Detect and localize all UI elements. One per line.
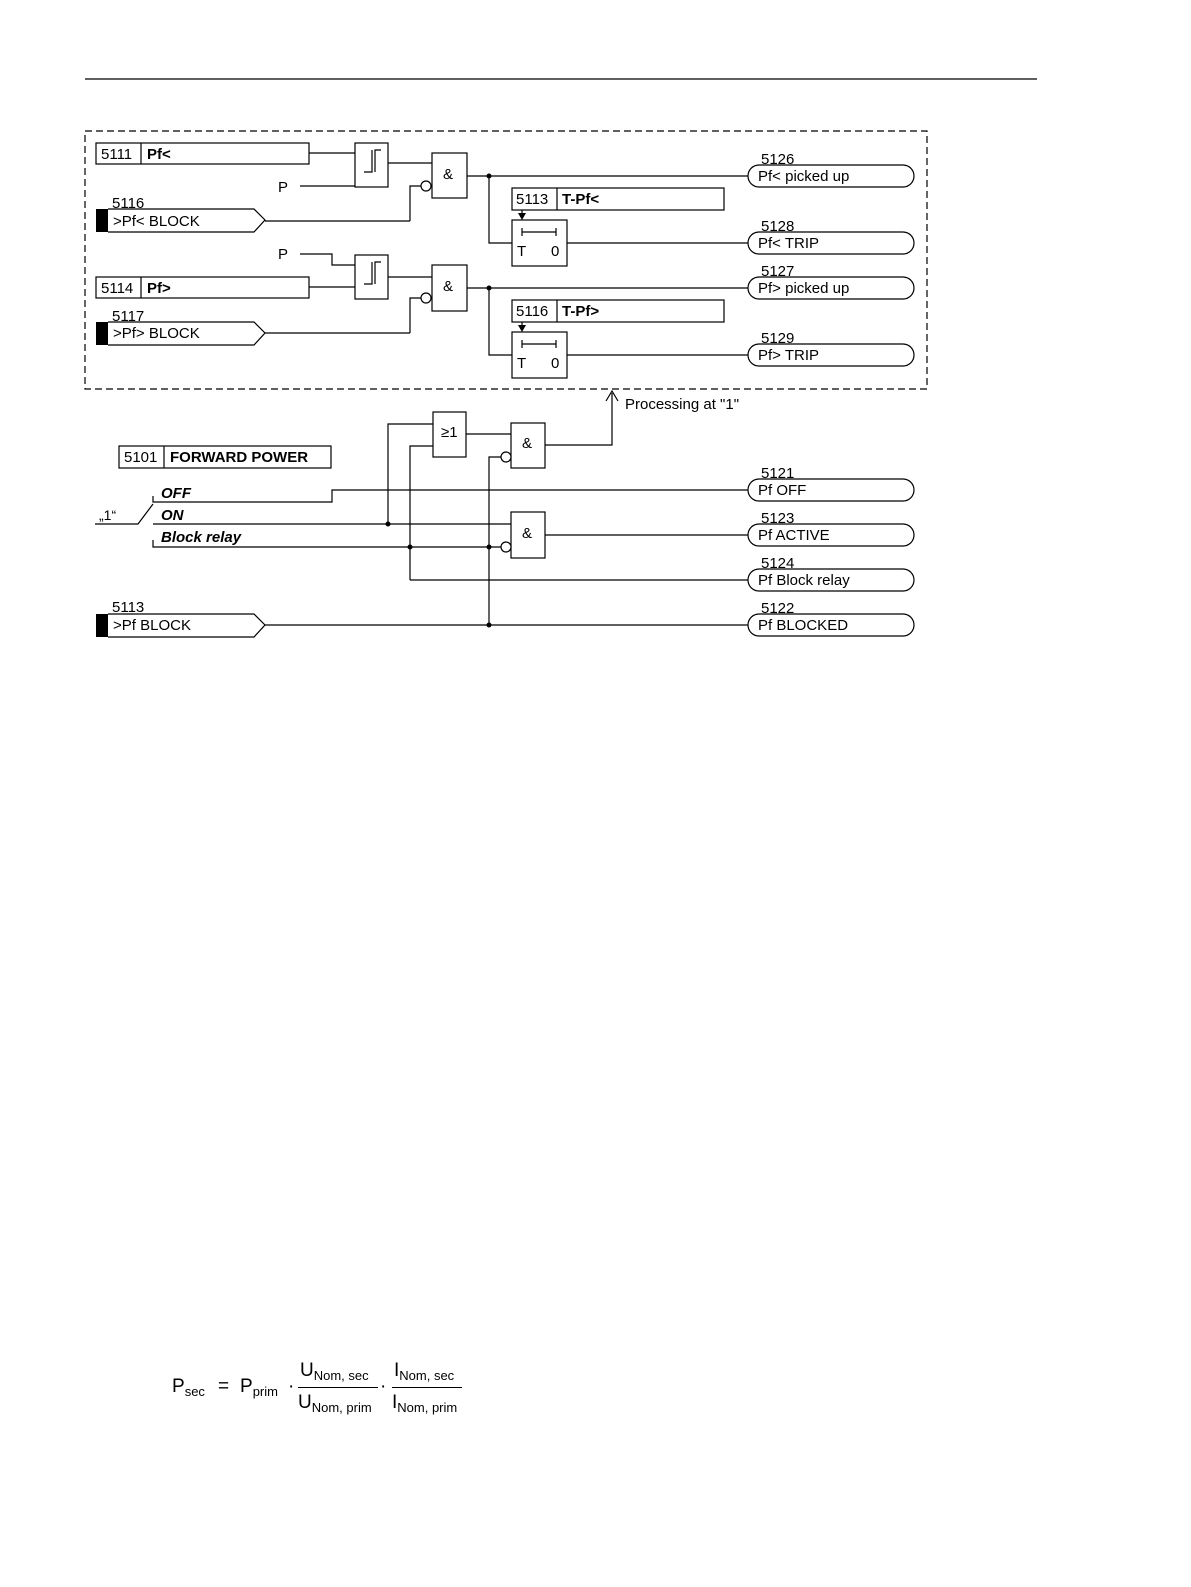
and-gate-pf-over — [431, 264, 468, 312]
setting-id-pf-over: 5114 — [101, 280, 133, 297]
enable-logic: ≥1 & Processing at "1" 5101 FORWARD POWE… — [95, 389, 915, 638]
timer-name-pf-under: T-Pf< — [562, 191, 599, 208]
global-block-id: 5113 — [112, 599, 144, 616]
processing-frame — [84, 130, 928, 390]
mode-option-block-relay: Block relay — [161, 529, 242, 546]
pf-under-section: 5111 Pf< P & 5116 >Pf< BLOCK 5113 T-Pf< — [95, 142, 915, 267]
timer-name-pf-over: T-Pf> — [562, 303, 599, 320]
input-p-pf-under: P — [278, 179, 288, 196]
output-id-trip-pf-over: 5129 — [761, 330, 794, 347]
timer-id-pf-under: 5113 — [516, 191, 548, 208]
timer-id-pf-over: 5116 — [516, 303, 548, 320]
output-id-pickup-pf-over: 5127 — [761, 263, 794, 280]
formula-equals: = — [218, 1376, 230, 1397]
output-pickup-pf-under — [747, 164, 915, 188]
mode-id: 5101 — [124, 449, 157, 466]
output-name-trip-pf-under: Pf< TRIP — [758, 235, 819, 252]
and-label-pf-over: & — [443, 278, 453, 295]
formula-u-num: UNom, sec — [300, 1360, 369, 1383]
mode-option-off: OFF — [161, 485, 192, 502]
timer-t-pf-under: T — [517, 243, 526, 260]
output-name-pickup-pf-over: Pf> picked up — [758, 280, 849, 297]
output-name-pf-block-relay: Pf Block relay — [758, 572, 850, 589]
timer-setting-pf-over — [511, 299, 725, 323]
output-name-pickup-pf-under: Pf< picked up — [758, 168, 849, 185]
output-name-trip-pf-over: Pf> TRIP — [758, 347, 819, 364]
formula-i-num: INom, sec — [394, 1360, 455, 1383]
and-gate-active — [510, 511, 546, 559]
formula-dot-2: · — [380, 1376, 387, 1397]
formula-i-den: INom, prim — [392, 1392, 458, 1415]
formula-u-den: UNom, prim — [298, 1392, 372, 1415]
block-name-pf-over: >Pf> BLOCK — [113, 325, 200, 342]
mode-setting-box — [118, 445, 332, 469]
timer-zero-pf-under: 0 — [551, 243, 559, 260]
output-pf-blocked — [747, 613, 915, 637]
output-pf-block-relay — [747, 568, 915, 592]
output-pickup-pf-over — [747, 276, 915, 300]
output-id-pickup-pf-under: 5126 — [761, 151, 794, 168]
output-id-pf-blocked: 5122 — [761, 600, 794, 617]
and-label-active: & — [522, 525, 532, 542]
output-name-pf-off: Pf OFF — [758, 482, 806, 499]
timer-t-pf-over: T — [517, 355, 526, 372]
and-gate-pf-under — [431, 152, 468, 199]
block-id-pf-over: 5117 — [112, 308, 144, 325]
formula-lhs: Psec — [172, 1376, 205, 1399]
and-label-pf-under: & — [443, 166, 453, 183]
timer-zero-pf-over: 0 — [551, 355, 559, 372]
output-name-pf-active: Pf ACTIVE — [758, 527, 830, 544]
timer-setting-pf-under — [511, 187, 725, 211]
processing-note: Processing at "1" — [625, 396, 739, 413]
output-name-pf-blocked: Pf BLOCKED — [758, 617, 848, 634]
setting-id-pf-under: 5111 — [101, 146, 132, 163]
output-id-pf-block-relay: 5124 — [761, 555, 794, 572]
formula-dot-1: · — [288, 1376, 295, 1397]
output-id-pf-off: 5121 — [761, 465, 794, 482]
forward-power-logic-diagram: 5111 Pf< P & 5116 >Pf< BLOCK 5113 T-Pf< — [84, 78, 1037, 638]
block-id-pf-under: 5116 — [112, 195, 144, 212]
output-pf-off — [747, 478, 915, 502]
setting-name-pf-under: Pf< — [147, 146, 171, 163]
and-gate-processing — [510, 422, 546, 469]
output-trip-pf-over — [747, 343, 915, 367]
block-marker-global — [96, 614, 108, 637]
block-name-pf-under: >Pf< BLOCK — [113, 213, 200, 230]
pf-over-section: P 5114 Pf> & 5117 >Pf> BLOCK 5116 T-Pf> … — [95, 246, 915, 379]
block-marker-pf-over — [96, 322, 108, 345]
output-id-pf-active: 5123 — [761, 510, 794, 527]
output-trip-pf-under — [747, 231, 915, 255]
switch-label: „1“ — [99, 507, 116, 523]
output-id-trip-pf-under: 5128 — [761, 218, 794, 235]
mode-name: FORWARD POWER — [170, 449, 308, 466]
setting-name-pf-over: Pf> — [147, 280, 171, 297]
formula-p-prim: Pprim — [240, 1376, 278, 1399]
or-label: ≥1 — [441, 424, 458, 441]
and-label-processing: & — [522, 435, 532, 452]
mode-switch — [95, 503, 154, 525]
or-gate — [432, 411, 467, 458]
block-marker-pf-under — [96, 209, 108, 232]
mode-option-on: ON — [161, 507, 185, 524]
global-block-name: >Pf BLOCK — [113, 617, 191, 634]
input-p-pf-over: P — [278, 246, 288, 263]
output-pf-active — [747, 523, 915, 547]
